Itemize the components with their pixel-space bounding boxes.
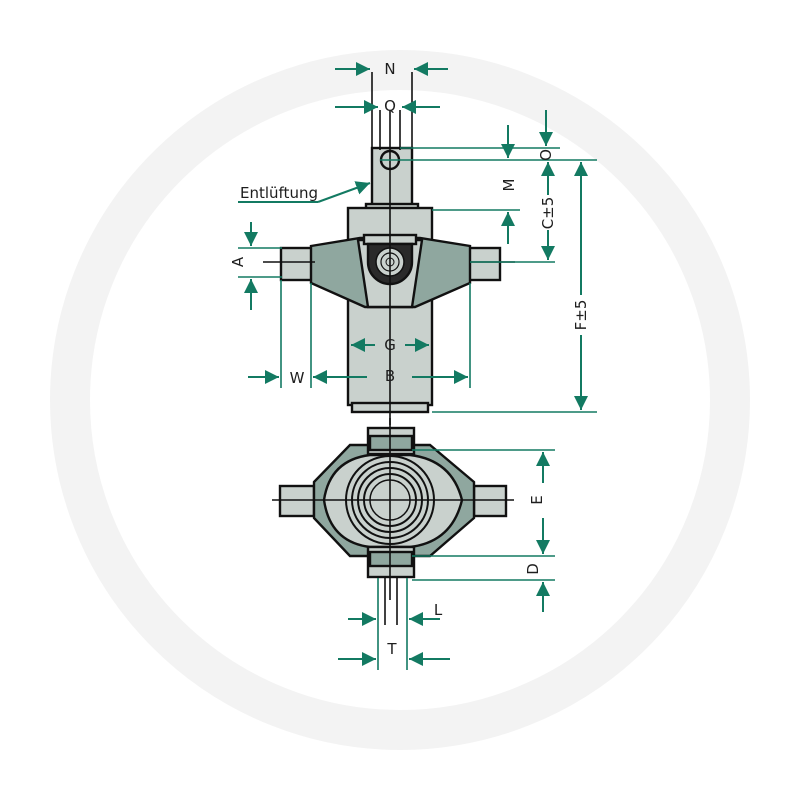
label-o: O	[537, 149, 555, 161]
label-e: E	[528, 495, 546, 504]
right-pin	[466, 246, 502, 282]
side-view	[263, 72, 515, 425]
label-b: B	[385, 367, 395, 385]
dimension-labels: N Q O M C±5 F±5 A G W B Entlüftung E D L…	[229, 60, 590, 658]
label-g: G	[384, 336, 396, 354]
label-w: W	[290, 369, 305, 387]
label-vent: Entlüftung	[240, 184, 318, 202]
right-pin-top	[472, 484, 508, 518]
label-l: L	[434, 601, 443, 619]
label-q: Q	[384, 97, 396, 115]
left-pin	[279, 246, 315, 282]
background-circle	[50, 50, 750, 750]
label-t: T	[386, 640, 397, 658]
label-a: A	[229, 256, 247, 267]
label-f: F±5	[572, 300, 590, 331]
dimension-lines	[238, 62, 597, 670]
label-c: C±5	[539, 197, 557, 230]
label-m: M	[500, 179, 518, 192]
left-pin-top	[278, 484, 316, 518]
label-n: N	[384, 60, 395, 78]
label-d: D	[524, 563, 542, 575]
top-view	[272, 418, 514, 625]
